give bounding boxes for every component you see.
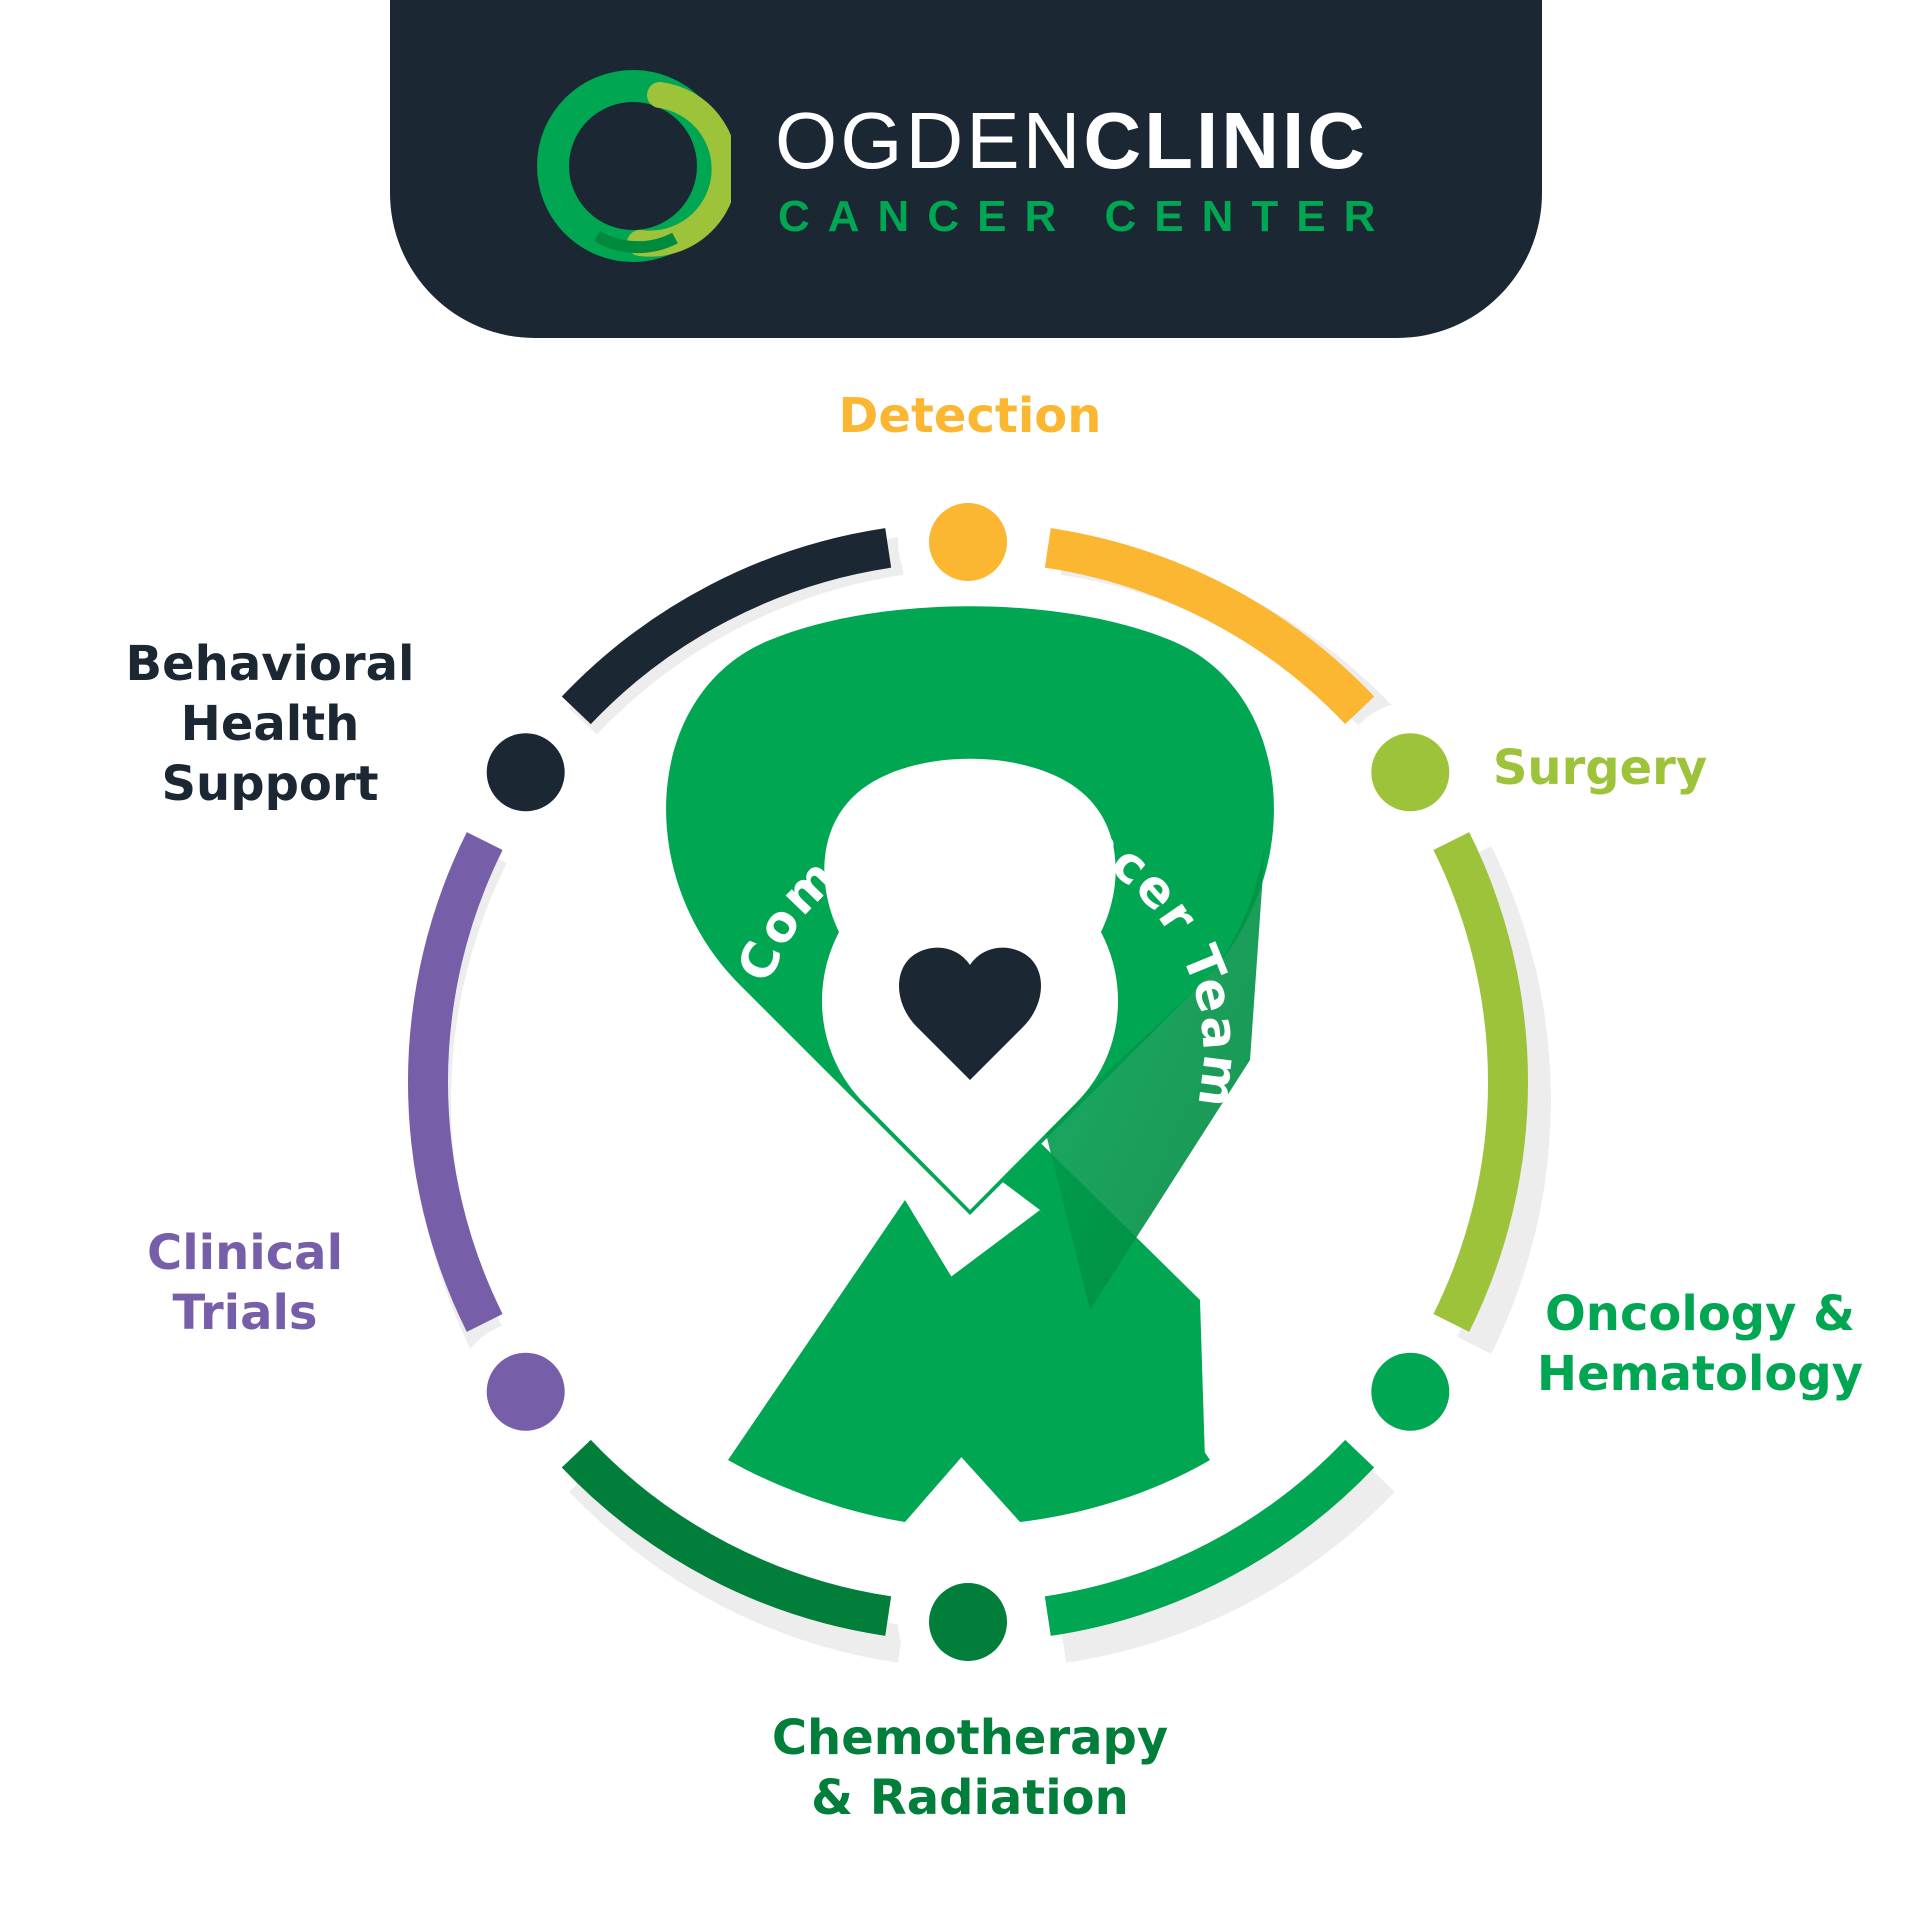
stage-label-line: Hematology: [1536, 1346, 1864, 1402]
stage-label-surgery: Surgery: [1470, 738, 1730, 798]
stage-label-line: Health: [180, 696, 360, 752]
ribbon-fold-shadow: [1045, 845, 1265, 1310]
ring-arc-trials: [407, 832, 503, 1332]
ring-arc-oncology: [1044, 1439, 1375, 1636]
ogden-clinic-logo-icon: [537, 70, 731, 262]
node-dot-behavioral: [486, 733, 565, 812]
node-dot-detection: [929, 503, 1007, 581]
node-dot-trials: [486, 1352, 565, 1431]
stage-label-line: Trials: [172, 1285, 318, 1341]
ring-arc-behavioral: [561, 528, 892, 725]
ring-arc-detection: [1044, 528, 1375, 725]
brand-name: OGDENCLINIC: [775, 96, 1368, 186]
stage-label-line: Detection: [838, 388, 1102, 444]
ring-arc-surgery: [1433, 832, 1529, 1332]
ring-arcs: [407, 528, 1529, 1636]
stage-label-line: Support: [161, 756, 379, 812]
heart-icon: [899, 947, 1041, 1080]
brand-subtitle: CANCER CENTER: [778, 192, 1394, 241]
brand-name-bold: CLINIC: [1083, 96, 1368, 185]
stage-label-chemo: Chemotherapy& Radiation: [740, 1708, 1200, 1828]
stage-label-line: Surgery: [1492, 740, 1708, 796]
stage-label-line: Clinical: [146, 1225, 344, 1281]
node-dot-oncology: [1371, 1352, 1450, 1431]
stage-label-detection: Detection: [770, 386, 1170, 446]
ring-nodes: [455, 472, 1481, 1692]
node-dot-surgery: [1371, 733, 1450, 812]
ring-shadow-oncology: [1060, 1465, 1395, 1663]
ring-arc-chemo: [561, 1439, 892, 1636]
stage-label-oncology: Oncology &Hematology: [1510, 1284, 1890, 1404]
ribbon-left-strand: [728, 1200, 1020, 1522]
stage-label-line: Behavioral: [125, 636, 415, 692]
stage-label-line: Oncology &: [1544, 1286, 1856, 1342]
header-banner: [390, 0, 1542, 338]
brand-name-light: OGDEN: [775, 96, 1084, 185]
node-dot-chemo: [929, 1583, 1007, 1661]
stage-label-line: & Radiation: [811, 1770, 1129, 1826]
stage-label-line: Chemotherapy: [771, 1710, 1169, 1766]
